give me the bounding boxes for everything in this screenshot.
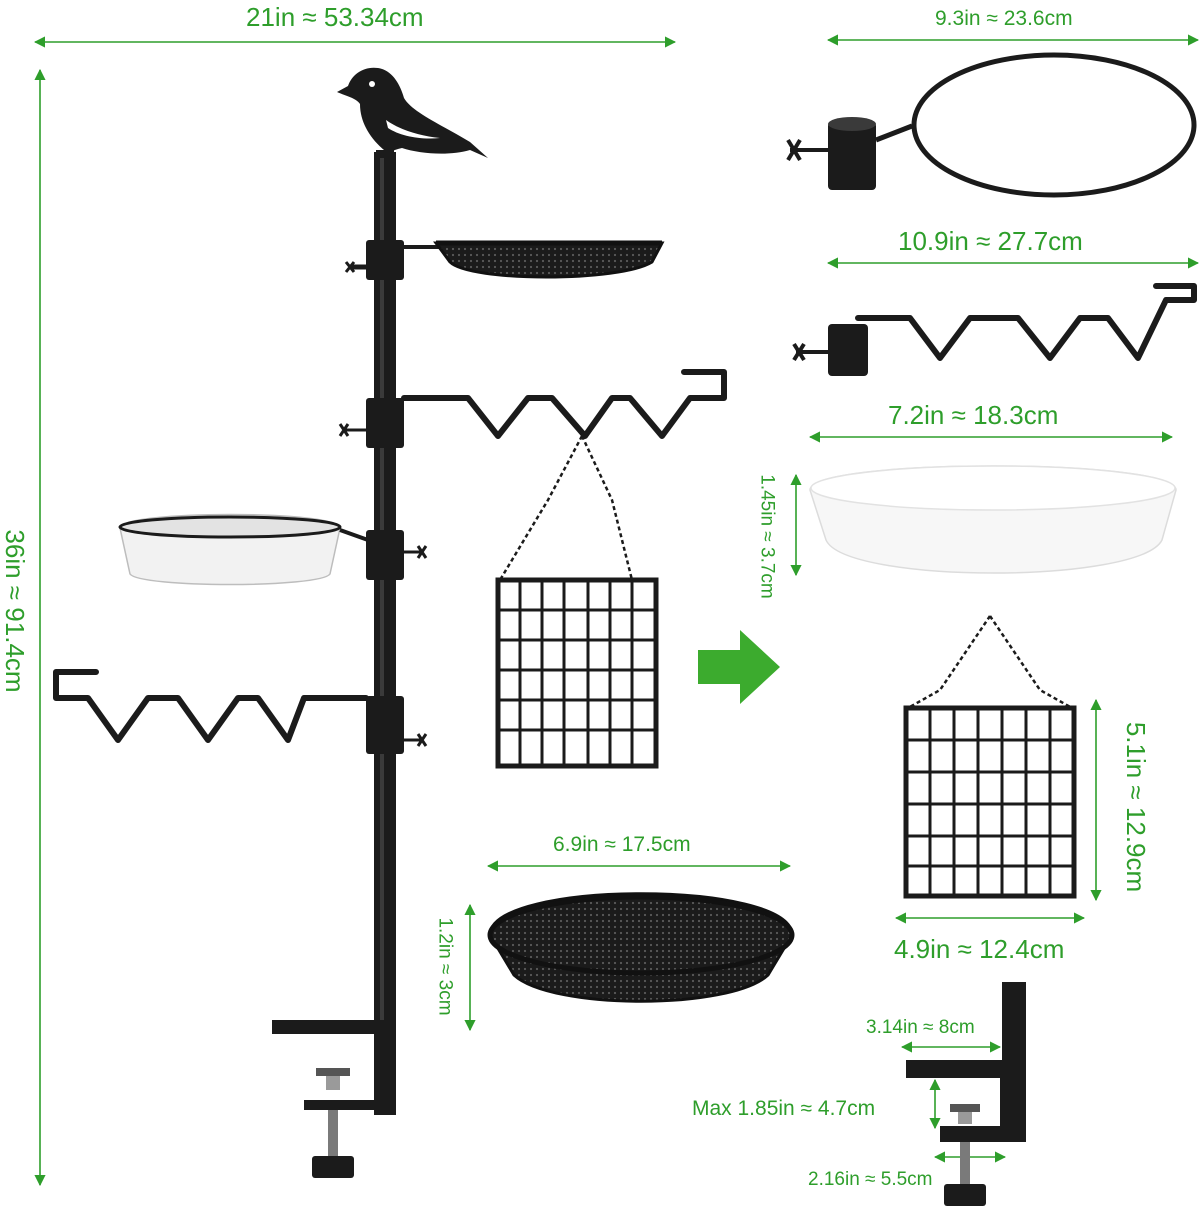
suet-cage-component [903, 615, 1077, 899]
overall-width-label: 21in ≈ 53.34cm [246, 2, 424, 32]
hook-width-label: 10.9in ≈ 27.7cm [898, 226, 1083, 256]
cage-width-label: 4.9in ≈ 12.4cm [894, 934, 1065, 964]
arrow-right-icon [698, 630, 780, 704]
zigzag-hook-mounted-lower [53, 669, 369, 743]
water-dish-mounted [118, 513, 428, 586]
main-pole [374, 152, 396, 1112]
overall-height-label: 36in ≈ 91.4cm [0, 529, 30, 693]
pole-assembly [53, 67, 727, 1178]
zigzag-hook-mounted-upper [401, 369, 727, 439]
ring-width-label: 9.3in ≈ 23.6cm [935, 7, 1073, 30]
tray-width-label: 6.9in ≈ 17.5cm [553, 833, 691, 856]
ring-holder-component [786, 52, 1197, 198]
mesh-tray-mounted [344, 240, 665, 280]
clamp-bottom-label: 2.16in ≈ 5.5cm [808, 1169, 933, 1190]
clamp-top-label: 3.14in ≈ 8cm [866, 1017, 975, 1038]
cage-height-label: 5.1in ≈ 12.9cm [1121, 721, 1151, 893]
zigzag-hook-component [792, 283, 1197, 376]
bird-silhouette-icon [337, 67, 488, 158]
suet-cage-hanging [495, 435, 659, 769]
clamp-gap-label: Max 1.85in ≈ 4.7cm [692, 1097, 876, 1120]
mesh-tray-component [487, 892, 795, 1003]
dish-height-label: 1.45in ≈ 3.7cm [756, 474, 778, 599]
tray-height-label: 1.2in ≈ 3cm [434, 917, 456, 1016]
water-dish-component [809, 465, 1177, 574]
dish-width-label: 7.2in ≈ 18.3cm [888, 400, 1059, 430]
clamp-component [906, 982, 1026, 1206]
table-clamp [272, 1020, 396, 1178]
